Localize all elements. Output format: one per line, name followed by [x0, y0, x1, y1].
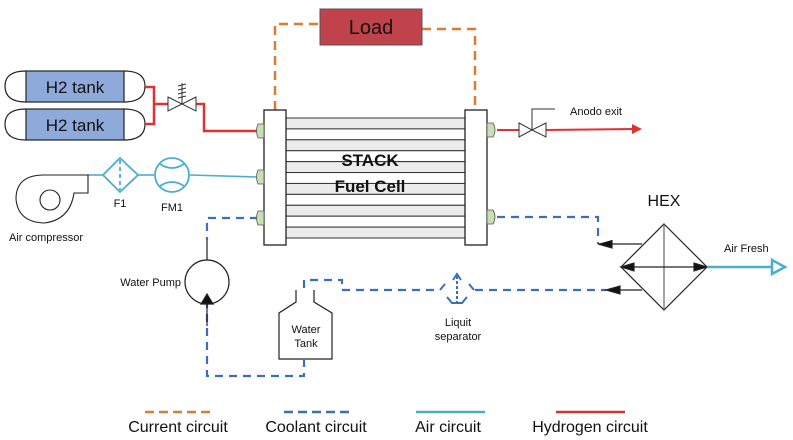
tank-body [25, 70, 125, 103]
hex-coolant-in-arrow-icon [597, 240, 613, 249]
port-air-inlet [256, 169, 265, 185]
stack-cell-plate [285, 193, 466, 206]
h2-tank-2[interactable]: H2 tank [4, 108, 146, 141]
stack-cell-plate [285, 128, 466, 141]
anode-exit-line [544, 124, 642, 135]
valve-right-triangle [530, 122, 547, 138]
port-coolant-inlet [486, 209, 496, 225]
separator-bowl [446, 296, 468, 304]
load-label: Load [349, 17, 394, 39]
legend-item-current: Current circuit [128, 410, 228, 436]
h2-line-to-stack [196, 102, 258, 133]
port-anode-exit [486, 122, 496, 138]
air-circuit [88, 174, 259, 178]
port-coolant-outlet [256, 210, 265, 226]
tank-cap-right [123, 108, 146, 141]
air-compressor[interactable] [15, 174, 89, 224]
coolant-circuit [205, 215, 606, 378]
current-wire-left [273, 22, 320, 110]
stack-label-2: Fuel Cell [335, 177, 406, 196]
h2-manifold [145, 85, 156, 126]
fuel-cell-stack[interactable]: STACK Fuel Cell [263, 109, 488, 246]
liquid-separator[interactable] [439, 272, 475, 304]
port-hydrogen-inlet [256, 123, 265, 139]
liquid-separator-label-2: separator [435, 331, 482, 343]
spring-icon [177, 83, 187, 99]
tank-cap-right [123, 70, 146, 103]
stack-cell-plate [285, 226, 466, 239]
separator-arrow-icon [452, 272, 462, 281]
legend-label-air: Air circuit [415, 419, 481, 436]
liquid-separator-label-1: Liquit [445, 317, 471, 329]
hex-label: HEX [648, 193, 681, 210]
hex-coolant-out-arrow-icon [603, 285, 621, 295]
air-line-to-stack [189, 174, 259, 178]
current-circuit [273, 22, 477, 110]
h2-tank-1-label: H2 tank [46, 78, 105, 97]
flowmeter-label: FM1 [161, 202, 183, 214]
flowmeter-arc-bottom [159, 181, 185, 187]
legend-label-coolant: Coolant circuit [265, 419, 367, 436]
air-compressor-label: Air compressor [9, 232, 83, 244]
coolant-tank-to-pump [205, 300, 306, 378]
legend-item-air: Air circuit [415, 410, 485, 436]
water-tank[interactable] [278, 290, 333, 360]
hex-arrow-left-icon [618, 262, 635, 272]
water-tank-label-2: Tank [294, 338, 318, 350]
stack-ports [256, 122, 496, 226]
stack-end-plate-left [263, 109, 287, 246]
legend-label-hydrogen: Hydrogen circuit [532, 419, 648, 436]
water-tank-outline [278, 290, 333, 360]
load-box [319, 8, 423, 46]
stack-end-plate-right [464, 109, 488, 246]
valve-left-triangle [518, 122, 534, 138]
water-pump-label: Water Pump [120, 277, 181, 289]
tank-body [25, 108, 125, 141]
h2-tank-1[interactable]: H2 tank [4, 70, 146, 103]
water-tank-label-1: Water [292, 324, 321, 336]
legend-item-hydrogen: Hydrogen circuit [532, 410, 648, 436]
hydrogen-circuit [145, 85, 642, 135]
stack-cell-plate [285, 139, 466, 152]
flowmeter-arc-top [159, 163, 185, 169]
pressure-regulator-valve[interactable] [167, 83, 197, 112]
stack-cell-plate [285, 215, 466, 228]
stack-cell-plate [285, 117, 466, 130]
anode-exit-valve[interactable] [518, 108, 555, 138]
legend-label-current: Current circuit [128, 419, 228, 436]
separator-left-lead [439, 283, 446, 291]
compressor-impeller [39, 189, 61, 211]
water-pump[interactable] [184, 240, 230, 326]
legend: Current circuit Coolant circuit Air circ… [128, 410, 648, 436]
air-fresh-label: Air Fresh [724, 243, 769, 255]
h2-tank-2-label: H2 tank [46, 116, 105, 135]
coolant-stack-to-pump [205, 216, 258, 240]
stack-label-1: STACK [341, 151, 399, 170]
legend-item-coolant: Coolant circuit [265, 410, 367, 436]
filter-f1[interactable] [101, 156, 140, 194]
air-fresh-outlet [707, 257, 788, 277]
air-fresh-arrow-icon [770, 257, 788, 277]
valve-left-triangle [167, 96, 184, 112]
valve-right-triangle [180, 96, 197, 112]
hex-arrow-right-icon [693, 262, 710, 272]
compressor-housing [15, 174, 89, 224]
tank-cap-left [4, 108, 27, 141]
heat-exchanger[interactable] [597, 223, 710, 311]
anode-exit-label: Anodo exit [570, 106, 622, 118]
filter-label: F1 [114, 198, 127, 210]
flowmeter-circle [154, 157, 190, 193]
stack-cell-plate [285, 204, 466, 217]
separator-right-lead [468, 283, 475, 291]
coolant-stack-to-hex [497, 215, 600, 244]
load[interactable]: Load [319, 8, 423, 46]
tank-cap-left [4, 70, 27, 103]
flowmeter-fm1[interactable] [154, 157, 190, 193]
valve-actuator [531, 108, 555, 130]
coolant-separator-to-tank [302, 278, 440, 292]
current-wire-right [422, 27, 477, 110]
